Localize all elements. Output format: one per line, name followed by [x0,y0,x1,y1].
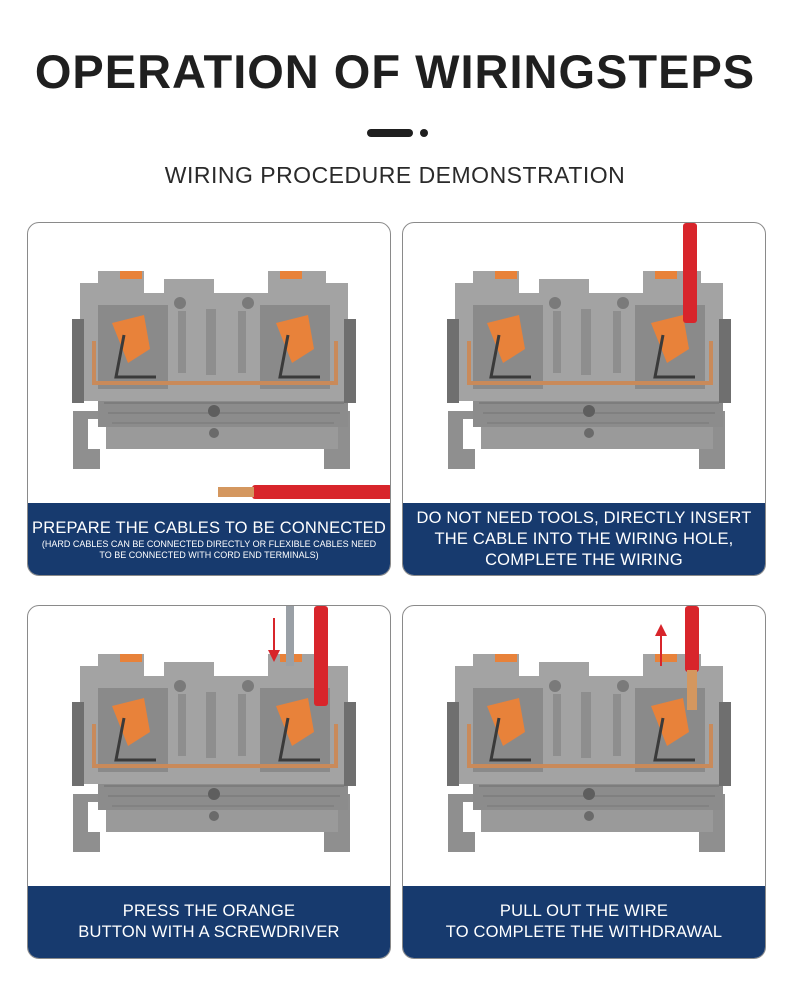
step-caption: PRESS THE ORANGE BUTTON WITH A SCREWDRIV… [28,886,390,958]
caption-line: PRESS THE ORANGE [122,902,296,920]
arrow-up-icon [655,624,667,666]
page-subtitle: WIRING PROCEDURE DEMONSTRATION [164,162,626,188]
terminal-block-illustration [445,606,733,854]
red-wire [314,606,328,706]
arrow-down-icon [268,618,280,662]
copper-strand [218,487,254,497]
step-panel-insert-wire: DO NOT NEED TOOLS, DIRECTLY INSERT THE C… [402,222,766,576]
caption-line: COMPLETE THE WIRING [485,550,683,569]
terminal-block-illustration [70,269,390,499]
terminal-block-illustration [70,606,358,854]
caption-line: THE CABLE INTO THE WIRING HOLE, [434,529,734,548]
red-wire [252,485,390,499]
page-title: OPERATION OF WIRINGSTEPS [34,45,756,98]
step-panel-pull-out-wire: PULL OUT THE WIRE TO COMPLETE THE WITHDR… [402,605,766,959]
step-panel-prepare-cables: PREPARE THE CABLES TO BE CONNECTED (HARD… [27,222,391,576]
caption-note-line: (HARD CABLES CAN BE CONNECTED DIRECTLY O… [41,538,377,549]
caption-line: PREPARE THE CABLES TO BE CONNECTED [32,518,387,537]
step-panel-press-button: PRESS THE ORANGE BUTTON WITH A SCREWDRIV… [27,605,391,959]
title-divider [367,128,431,138]
red-wire [685,606,699,672]
caption-line: DO NOT NEED TOOLS, DIRECTLY INSERT [416,508,752,527]
screwdriver [286,606,294,666]
step-caption: PULL OUT THE WIRE TO COMPLETE THE WITHDR… [403,886,765,958]
copper-strand [687,670,697,710]
caption-line: TO COMPLETE THE WITHDRAWAL [445,923,723,941]
caption-line: PULL OUT THE WIRE [499,902,669,920]
step-caption: DO NOT NEED TOOLS, DIRECTLY INSERT THE C… [403,503,765,575]
caption-line: BUTTON WITH A SCREWDRIVER [78,923,340,941]
red-wire [683,223,697,323]
terminal-block-illustration [445,223,733,471]
caption-note-line: TO BE CONNECTED WITH CORD END TERMINALS) [99,549,319,560]
step-caption: PREPARE THE CABLES TO BE CONNECTED (HARD… [28,503,390,575]
